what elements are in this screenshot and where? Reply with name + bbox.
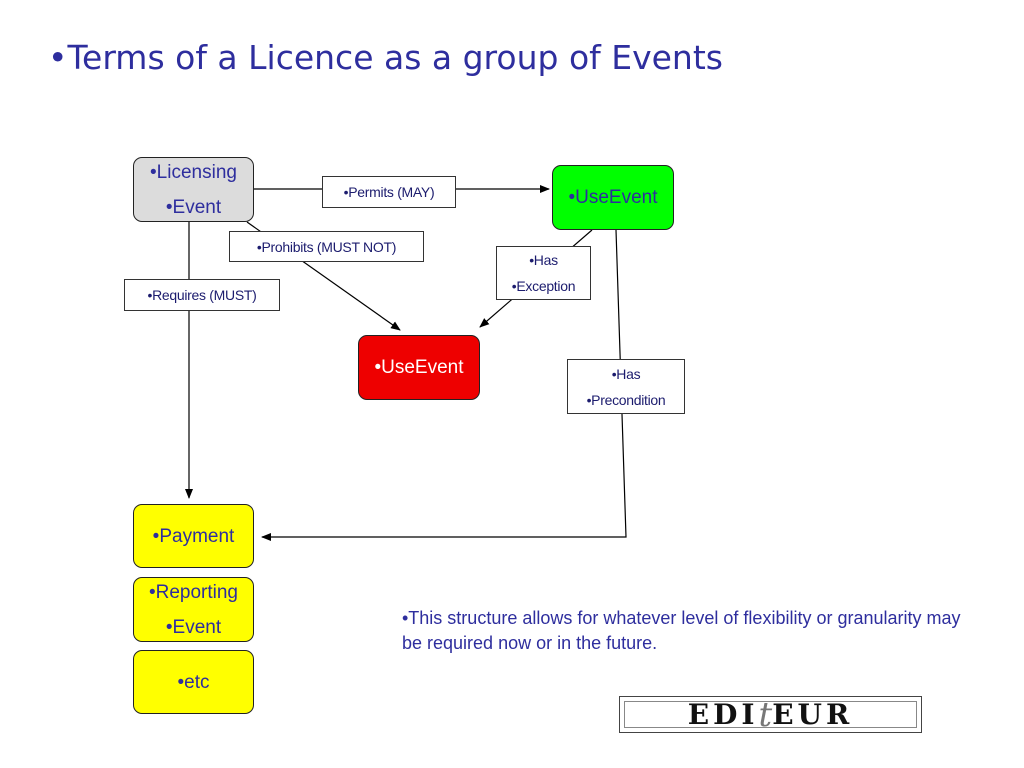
- label-line: •Has: [611, 365, 641, 382]
- explanatory-note: •This structure allows for whatever leve…: [402, 608, 961, 653]
- has-precondition-label: •Has •Precondition: [567, 359, 685, 414]
- node-line: •UseEvent: [374, 357, 464, 378]
- node-line: •UseEvent: [568, 187, 658, 208]
- logo-mark: t: [758, 694, 773, 735]
- label-line: •Has: [529, 252, 558, 268]
- etc-node: •etc: [133, 650, 254, 714]
- node-line: •Reporting: [148, 581, 239, 603]
- prohibited-use-event-node: •UseEvent: [358, 335, 480, 400]
- node-line: •Payment: [152, 525, 235, 547]
- licensing-event-node: •Licensing •Event: [133, 157, 254, 222]
- reporting-event-node: •Reporting •Event: [133, 577, 254, 642]
- label-line: •Precondition: [586, 391, 666, 408]
- node-line: •Event: [165, 616, 222, 638]
- node-line: •Event: [165, 196, 222, 218]
- payment-node: •Payment: [133, 504, 254, 568]
- permits-label: •Permits (MAY): [322, 176, 456, 208]
- node-line: •Licensing: [150, 161, 237, 183]
- node-line: •etc: [177, 671, 210, 693]
- logo-text-right: EUR: [772, 698, 854, 731]
- prohibits-label: •Prohibits (MUST NOT): [229, 231, 424, 262]
- requires-label: •Requires (MUST): [124, 279, 280, 311]
- page-title: •Terms of a Licence as a group of Events: [48, 38, 723, 77]
- has-exception-label: •Has •Exception: [496, 246, 591, 300]
- label-line: •Exception: [511, 278, 576, 294]
- logo-text-left: EDI: [687, 698, 759, 731]
- edge-has-precondition: [261, 229, 627, 541]
- permitted-use-event-node: •UseEvent: [552, 165, 674, 230]
